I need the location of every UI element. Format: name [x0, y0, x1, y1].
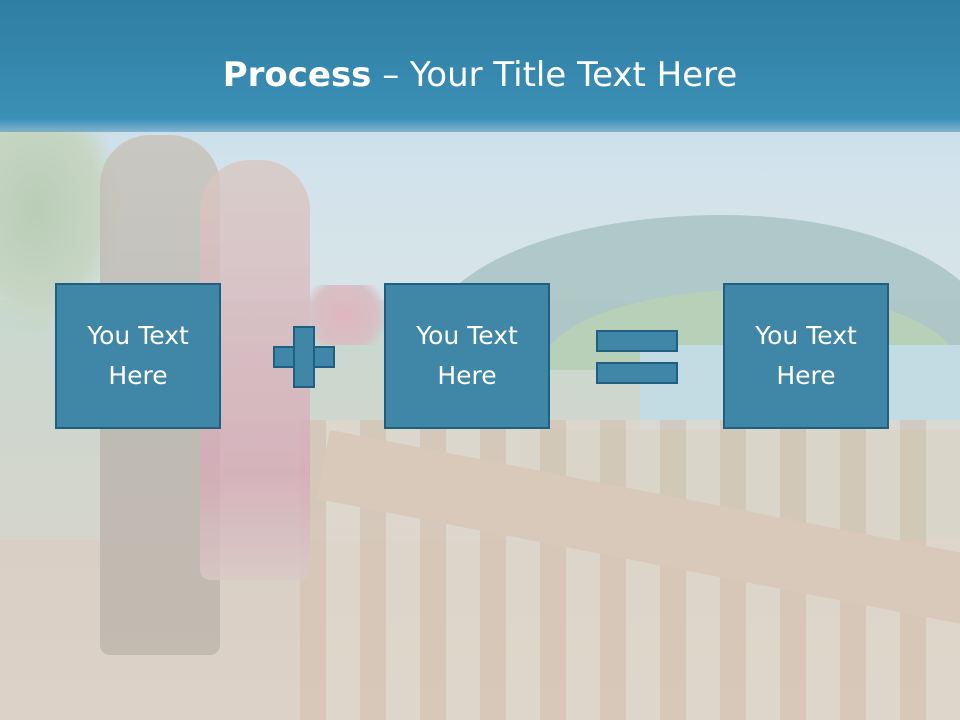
- process-box-2[interactable]: You Text Here: [384, 283, 550, 429]
- process-box-2-text: You Text Here: [416, 321, 518, 390]
- title-rest: – Your Title Text Here: [371, 55, 738, 95]
- slide-title[interactable]: Process – Your Title Text Here: [0, 54, 960, 96]
- result-box-text: You Text Here: [755, 321, 857, 390]
- flowers: [300, 285, 390, 345]
- process-box-1[interactable]: You Text Here: [55, 283, 221, 429]
- equals-icon: [596, 330, 678, 384]
- process-box-1-text: You Text Here: [87, 321, 189, 390]
- title-bar: Process – Your Title Text Here: [0, 0, 960, 132]
- title-bold: Process: [222, 55, 372, 95]
- plus-icon: [273, 326, 335, 388]
- result-box[interactable]: You Text Here: [723, 283, 889, 429]
